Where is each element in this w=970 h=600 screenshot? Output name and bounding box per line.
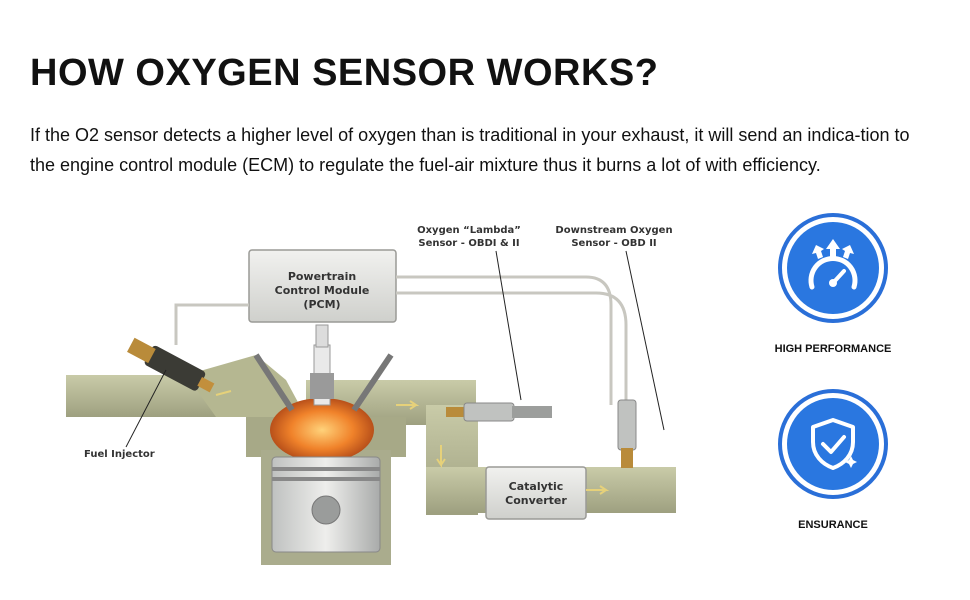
downstream-pointer	[625, 250, 665, 431]
downstream-label-1: Downstream Oxygen	[555, 225, 672, 236]
fuel-injector-label: Fuel Injector	[84, 449, 155, 460]
exhaust-valve	[351, 353, 394, 412]
speedometer-arrows-icon	[808, 239, 858, 290]
upstream-label-1: Oxygen “Lambda”	[417, 225, 521, 236]
downstream-oxygen-sensor	[617, 399, 637, 468]
feature-badge-disc	[787, 398, 879, 490]
feature-badge-ring	[778, 389, 888, 499]
pcm-label-1: Powertrain	[288, 270, 356, 283]
oxygen-sensor-diagram: Powertrain Control Module (PCM) Catalyti…	[66, 205, 686, 565]
spark-plug	[310, 324, 334, 406]
pcm-module: Powertrain Control Module (PCM)	[248, 249, 397, 323]
flow-arrows	[215, 390, 610, 495]
feature-high-performance: HIGH PERFORMANCE	[773, 213, 893, 355]
fuel-injector	[127, 337, 215, 393]
feature-badge-ring	[778, 213, 888, 323]
diagram-svg: Powertrain Control Module (PCM) Catalyti…	[66, 225, 676, 565]
intake-valve	[253, 353, 295, 412]
catalytic-converter: Catalytic Converter	[485, 466, 587, 520]
upstream-pointer	[495, 250, 522, 401]
cat-label-2: Converter	[505, 494, 567, 507]
sensor-wiring	[174, 275, 628, 405]
upstream-label-2: Sensor - OBDI & II	[418, 238, 519, 249]
downstream-label-2: Sensor - OBD II	[571, 238, 656, 249]
combustion-flame	[270, 398, 374, 462]
pcm-label-3: (PCM)	[303, 298, 340, 311]
feature-ensurance: ENSURANCE	[773, 389, 893, 531]
description-text: If the O2 sensor detects a higher level …	[30, 125, 910, 175]
feature-badge-disc	[787, 222, 879, 314]
pcm-label-2: Control Module	[275, 284, 370, 297]
page-title: HOW OXYGEN SENSOR WORKS?	[30, 52, 659, 94]
piston	[271, 456, 381, 553]
upstream-oxygen-sensor	[446, 402, 552, 422]
feature-label: ENSURANCE	[798, 519, 868, 531]
cat-label-1: Catalytic	[509, 480, 564, 493]
fuel-injector-pointer	[125, 369, 167, 448]
feature-label: HIGH PERFORMANCE	[774, 343, 892, 355]
shield-check-icon	[811, 418, 857, 470]
